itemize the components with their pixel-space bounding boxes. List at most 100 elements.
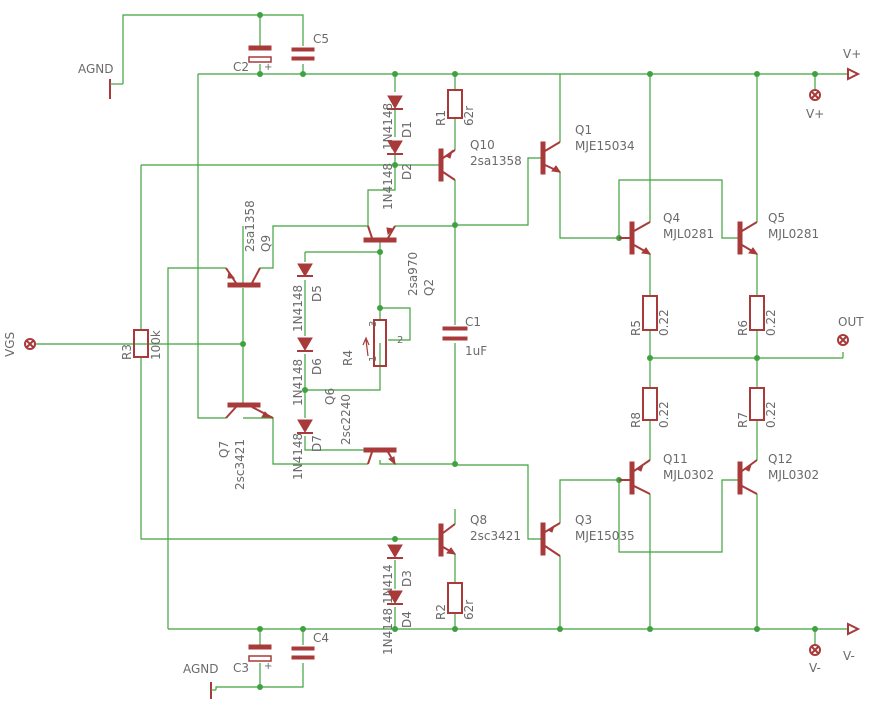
q5-name: Q5 bbox=[768, 211, 785, 225]
r3-name: R3 bbox=[120, 344, 134, 360]
q12-value: MJL0302 bbox=[768, 468, 819, 482]
resistor-r7[interactable]: R7 0.22 bbox=[736, 387, 778, 428]
vminus-port[interactable]: V- bbox=[843, 622, 861, 663]
d5-value: 1N4148 bbox=[291, 285, 305, 332]
transistor-q3[interactable]: Q3 MJE15035 bbox=[540, 513, 635, 557]
resistor-r2[interactable]: R2 62r bbox=[434, 582, 476, 620]
q11-name: Q11 bbox=[663, 452, 688, 466]
capacitor-c4[interactable]: C4 bbox=[291, 631, 329, 660]
capacitor-c3[interactable]: + C3 bbox=[233, 644, 272, 675]
q11-value: MJL0302 bbox=[663, 468, 714, 482]
q2-value: 2sa970 bbox=[406, 252, 420, 296]
transistor-q1[interactable]: Q1 MJE15034 bbox=[540, 123, 635, 175]
vminus-label: V- bbox=[843, 649, 855, 663]
d4-name: D4 bbox=[400, 611, 414, 628]
r7-value: 0.22 bbox=[764, 401, 778, 428]
q1-value: MJE15034 bbox=[575, 139, 635, 153]
vplus-pin[interactable]: V+ bbox=[806, 89, 824, 121]
transistor-q7[interactable]: Q7 2sc3421 bbox=[217, 402, 274, 490]
out-label: OUT bbox=[838, 315, 864, 329]
resistor-r8[interactable]: R8 0.22 bbox=[629, 387, 671, 428]
capacitor-c5[interactable]: C5 bbox=[291, 32, 329, 61]
resistor-r6[interactable]: R6 0.22 bbox=[736, 295, 778, 336]
d7-name: D7 bbox=[310, 435, 324, 452]
capacitor-c1[interactable]: C1 1uF bbox=[442, 315, 487, 358]
r6-name: R6 bbox=[736, 320, 750, 336]
vplus-label: V+ bbox=[843, 47, 861, 61]
d2-value: 1N4148 bbox=[381, 163, 395, 210]
q6-name: Q6 bbox=[323, 388, 337, 405]
transistor-q12[interactable]: Q12 MJL0302 bbox=[737, 452, 819, 495]
resistor-r1[interactable]: R1 62r bbox=[434, 89, 476, 126]
vgs-label: VGS bbox=[3, 332, 17, 357]
q10-name: Q10 bbox=[470, 138, 495, 152]
q3-name: Q3 bbox=[575, 513, 592, 527]
agnd-bottom-label: AGND bbox=[183, 662, 219, 676]
resistor-r3[interactable]: R3 100k bbox=[120, 329, 163, 360]
d7-value: 1N4148 bbox=[291, 433, 305, 480]
d6-value: 1N4148 bbox=[291, 359, 305, 406]
resistor-r5[interactable]: R5 0.22 bbox=[629, 295, 671, 336]
r2-value: 62r bbox=[462, 600, 476, 620]
c3-name: C3 bbox=[233, 661, 249, 675]
r1-value: 62r bbox=[462, 106, 476, 126]
r4-pin3: 3 bbox=[368, 321, 379, 327]
vminus-pin-label: V- bbox=[809, 661, 821, 675]
q10-value: 2sa1358 bbox=[470, 154, 522, 168]
transistor-q10[interactable]: Q10 2sa1358 bbox=[438, 138, 522, 182]
diode-d1[interactable]: 1N4148 D1 bbox=[381, 95, 414, 150]
diode-d5[interactable]: 1N4148 D5 bbox=[291, 263, 324, 332]
transistor-q6[interactable]: Q6 2sc2240 bbox=[323, 388, 397, 466]
d6-name: D6 bbox=[310, 358, 324, 375]
vgs-input-pin[interactable]: VGS bbox=[3, 332, 36, 357]
diode-d7[interactable]: 1N4148 D7 bbox=[291, 419, 324, 480]
q6-value: 2sc2240 bbox=[339, 394, 353, 445]
q8-name: Q8 bbox=[470, 513, 487, 527]
r3-value: 100k bbox=[149, 330, 163, 360]
r7-name: R7 bbox=[736, 412, 750, 428]
transistor-q11[interactable]: Q11 MJL0302 bbox=[619, 452, 714, 495]
c1-name: C1 bbox=[465, 315, 481, 329]
diode-d4[interactable]: 1N4148 D4 bbox=[381, 590, 414, 655]
transistor-q5[interactable]: Q5 MJL0281 bbox=[737, 211, 819, 255]
potentiometer-r4[interactable]: R4 1 2 3 bbox=[341, 319, 403, 367]
agnd-top-symbol: AGND bbox=[78, 62, 118, 99]
transistor-q8[interactable]: Q8 2sc3421 bbox=[438, 513, 521, 557]
q9-value: 2sa1358 bbox=[243, 200, 257, 252]
d4-value: 1N4148 bbox=[381, 608, 395, 655]
q4-value: MJL0281 bbox=[663, 227, 714, 241]
c4-name: C4 bbox=[313, 631, 329, 645]
vminus-pin[interactable]: V- bbox=[809, 644, 821, 675]
svg-text:+: + bbox=[264, 661, 272, 672]
q7-name: Q7 bbox=[217, 441, 231, 458]
q8-value: 2sc3421 bbox=[470, 529, 521, 543]
d3-name: D3 bbox=[400, 570, 414, 587]
transistor-q9[interactable]: 2sa1358 Q9 bbox=[225, 200, 273, 288]
vplus-port[interactable]: V+ bbox=[843, 47, 861, 81]
diode-d2[interactable]: 1N4148 D2 bbox=[381, 140, 414, 210]
q9-name: Q9 bbox=[259, 235, 273, 252]
c5-name: C5 bbox=[313, 32, 329, 46]
c1-value: 1uF bbox=[465, 344, 487, 358]
q12-name: Q12 bbox=[768, 452, 793, 466]
r4-name: R4 bbox=[341, 350, 355, 366]
agnd-bottom-symbol: AGND bbox=[183, 662, 219, 699]
agnd-top-label: AGND bbox=[78, 62, 114, 76]
r2-name: R2 bbox=[434, 604, 448, 620]
capacitor-c2[interactable]: + C2 bbox=[233, 45, 272, 74]
d2-name: D2 bbox=[400, 163, 414, 180]
transistor-q2[interactable]: 2sa970 Q2 bbox=[363, 225, 436, 296]
q7-value: 2sc3421 bbox=[233, 439, 247, 490]
transistor-q4[interactable]: Q4 MJL0281 bbox=[619, 211, 714, 255]
r4-pin2: 2 bbox=[397, 335, 403, 346]
out-pin[interactable]: OUT bbox=[837, 315, 864, 346]
diode-d6[interactable]: 1N4148 D6 bbox=[291, 337, 324, 406]
r8-value: 0.22 bbox=[657, 401, 671, 428]
d1-name: D1 bbox=[400, 121, 414, 138]
svg-text:+: + bbox=[264, 62, 272, 73]
r1-name: R1 bbox=[434, 110, 448, 126]
vplus-pin-label: V+ bbox=[806, 107, 824, 121]
d1-value: 1N4148 bbox=[381, 103, 395, 150]
c2-name: C2 bbox=[233, 60, 249, 74]
